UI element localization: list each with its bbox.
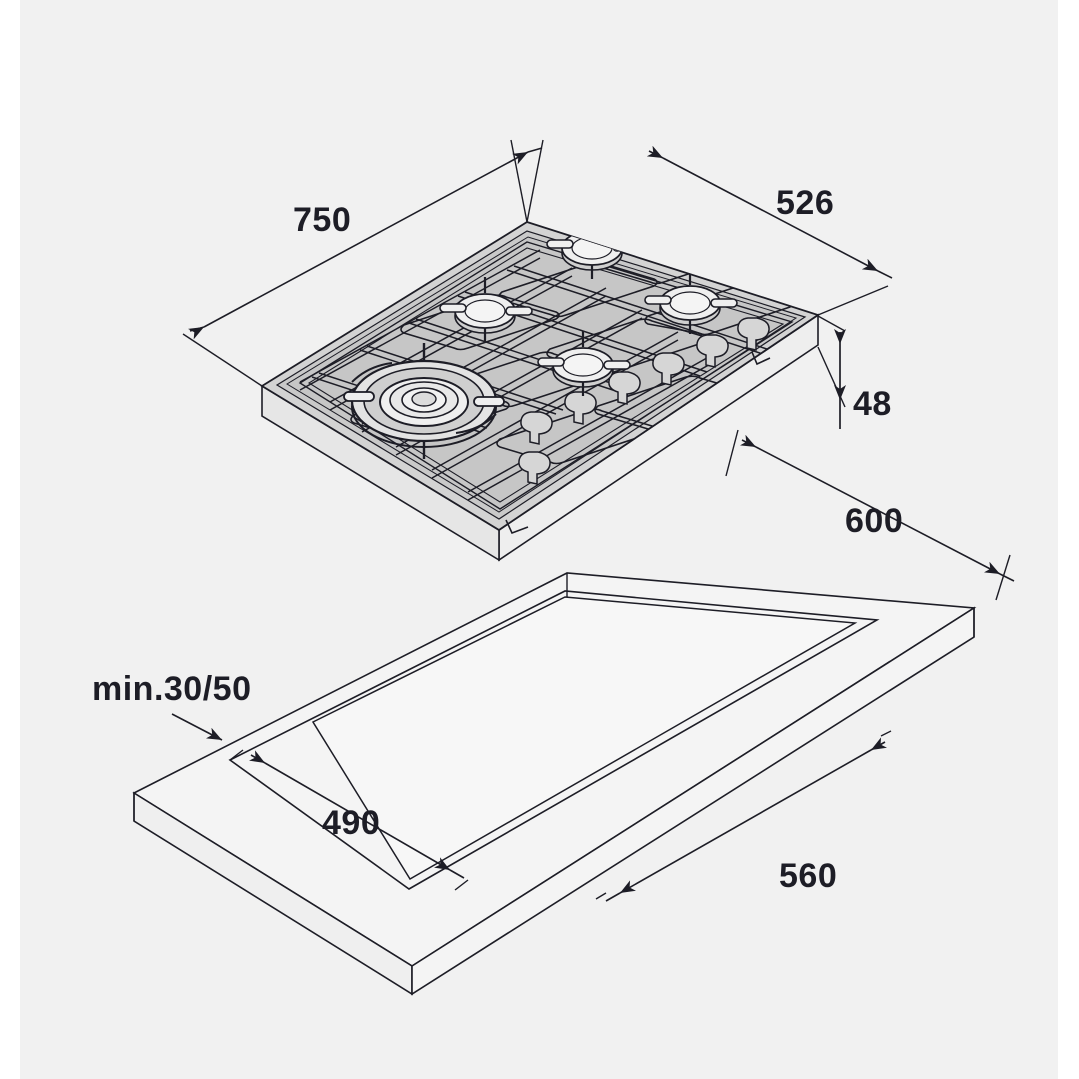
dimension-490: 490 (229, 749, 469, 891)
dimension-560: 560 (595, 730, 892, 902)
dimension-490-label: 490 (322, 804, 380, 842)
burner-wok-triple-ring (343, 343, 505, 459)
dimension-min-clearance: min.30/50 (92, 670, 251, 741)
dimension-48-label: 48 (853, 385, 892, 423)
burner-center-front (537, 331, 631, 396)
dimension-750: 750 (182, 139, 543, 387)
cooktop-assembly (260, 221, 821, 562)
dimension-526: 526 (526, 139, 893, 316)
dimension-526-label: 526 (776, 184, 834, 222)
dimension-min-label: min.30/50 (92, 670, 251, 708)
dimension-600-label: 600 (845, 502, 903, 540)
countertop-corner-ticks (133, 573, 975, 821)
countertop-assembly (132, 572, 977, 996)
dimension-48: 48 (817, 315, 892, 429)
grate-feet (518, 317, 770, 485)
cooktop-grate-group (298, 222, 794, 510)
cooktop-mounting-tabs (505, 351, 771, 535)
dimension-600: 600 (725, 429, 1015, 601)
dimension-560-label: 560 (779, 857, 837, 895)
dimension-750-label: 750 (293, 201, 351, 239)
